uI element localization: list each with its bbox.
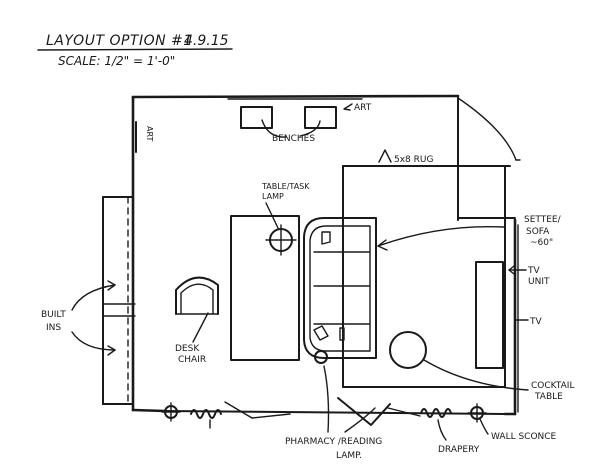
art-top-arrow <box>343 103 353 111</box>
cocktail-label-1: COCKTAIL <box>531 381 574 391</box>
settee-label-1: SETTEE/ <box>524 215 562 225</box>
pharmacy-lamp-label-2: LAMP. <box>336 451 362 461</box>
tv-unit-label-1: TV <box>527 266 540 276</box>
drapery-left <box>190 409 222 429</box>
task-lamp-label-1: TABLE/TASK <box>261 182 310 191</box>
entry-door <box>457 95 521 221</box>
built-ins-cabinet <box>102 196 136 405</box>
window-center-swing <box>337 397 391 426</box>
room-walls <box>131 94 519 416</box>
benches: BENCHES <box>240 106 337 144</box>
art-left-marker: ART <box>135 121 154 153</box>
pharmacy-lamp: PHARMACY /READING LAMP. <box>285 350 382 461</box>
built-ins-label-1: BUILT <box>41 310 66 320</box>
plan-date: 4.9.15 <box>184 33 229 49</box>
drapery-label: DRAPERY <box>438 445 480 455</box>
desk <box>230 215 300 361</box>
desk-chair: DESK CHAIR <box>175 276 219 365</box>
pharmacy-lamp-label-1: PHARMACY /READING <box>285 437 382 447</box>
plan-title: LAYOUT OPTION #1 <box>46 33 193 49</box>
tv-unit: TV UNIT TV <box>475 261 550 369</box>
cocktail-label-2: TABLE <box>534 392 563 402</box>
plan-scale: SCALE: 1/2" = 1'-0" <box>58 54 175 68</box>
benches-label: BENCHES <box>272 134 315 144</box>
task-lamp-label-2: LAMP <box>262 192 284 201</box>
art-left-label: ART <box>145 126 154 141</box>
built-ins-callout: BUILT INS <box>41 280 116 356</box>
built-ins-label-2: INS <box>46 323 61 333</box>
area-rug: 5x8 RUG <box>342 149 511 388</box>
art-top-label: ART <box>354 103 372 113</box>
drapery-right: DRAPERY <box>420 408 480 455</box>
settee-label-2: SOFA <box>526 227 550 237</box>
desk-chair-label-2: CHAIR <box>178 355 206 365</box>
desk-chair-label-1: DESK <box>175 344 200 354</box>
window-right-swing <box>387 407 421 417</box>
wall-sconce-left <box>161 402 181 422</box>
wall-sconce-label: WALL SCONCE <box>491 432 557 442</box>
wall-sconce-right: WALL SCONCE <box>467 403 557 442</box>
tv-unit-label-2: UNIT <box>528 277 550 287</box>
settee-label-3: ~60" <box>530 238 553 248</box>
title-underline <box>37 48 233 51</box>
rug-label: 5x8 RUG <box>394 155 433 165</box>
task-lamp: TABLE/TASK LAMP <box>261 182 310 256</box>
cocktail-table: COCKTAIL TABLE <box>389 331 574 402</box>
settee-sofa: SETTEE/ SOFA ~60" <box>303 215 562 359</box>
tv-label: TV <box>529 317 542 327</box>
bottom-wall <box>164 410 506 415</box>
window-left-swing <box>224 401 291 419</box>
